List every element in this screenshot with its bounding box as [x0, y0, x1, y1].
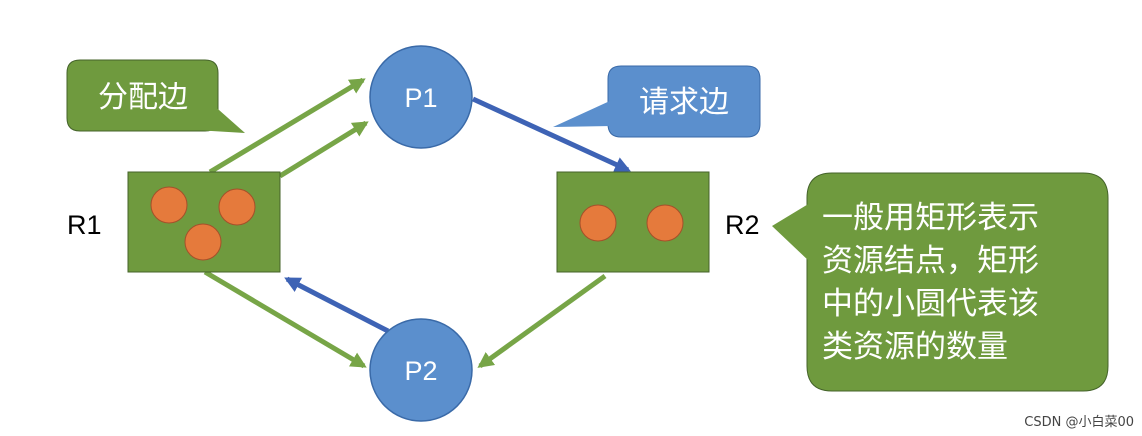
allocation-edge-r1-p1-b [278, 120, 369, 179]
callout-request-edge: 请求边 [553, 65, 761, 138]
callout-request-text: 请求边 [639, 85, 729, 120]
callout-note-line-4: 类资源的数量 [822, 329, 1008, 365]
resource-token [150, 186, 188, 224]
allocation-edge-r1-p1-a [208, 77, 366, 175]
resource-token [218, 188, 256, 226]
resource-token [579, 204, 617, 242]
allocation-edge-r1-p2 [203, 269, 367, 369]
callout-allocation-text: 分配边 [98, 80, 188, 115]
callout-note-line-3: 中的小圆代表该 [822, 286, 1039, 322]
resource-r1-label: R1 [67, 210, 102, 240]
resource-token [646, 204, 684, 242]
allocation-edge-r2-p2 [477, 273, 607, 369]
callout-note-line-2: 资源结点，矩形 [822, 243, 1039, 279]
request-edge-p1-r2 [471, 96, 631, 173]
process-p1-label: P1 [404, 83, 437, 113]
request-edge-p2-r1 [284, 276, 390, 334]
process-p2-label: P2 [404, 356, 437, 386]
resource-r1 [127, 171, 281, 273]
resource-token [184, 223, 222, 261]
callout-allocation-edge: 分配边 [66, 59, 245, 133]
callout-note-line-1: 一般用矩形表示 [822, 200, 1039, 236]
process-p2: P2 [369, 318, 473, 422]
callout-note: 一般用矩形表示 资源结点，矩形 中的小圆代表该 类资源的数量 [772, 172, 1109, 392]
process-p1: P1 [369, 45, 473, 149]
resource-r2 [556, 171, 710, 273]
resource-r2-label: R2 [725, 210, 760, 240]
watermark: CSDN @小白菜00 [1024, 415, 1134, 430]
